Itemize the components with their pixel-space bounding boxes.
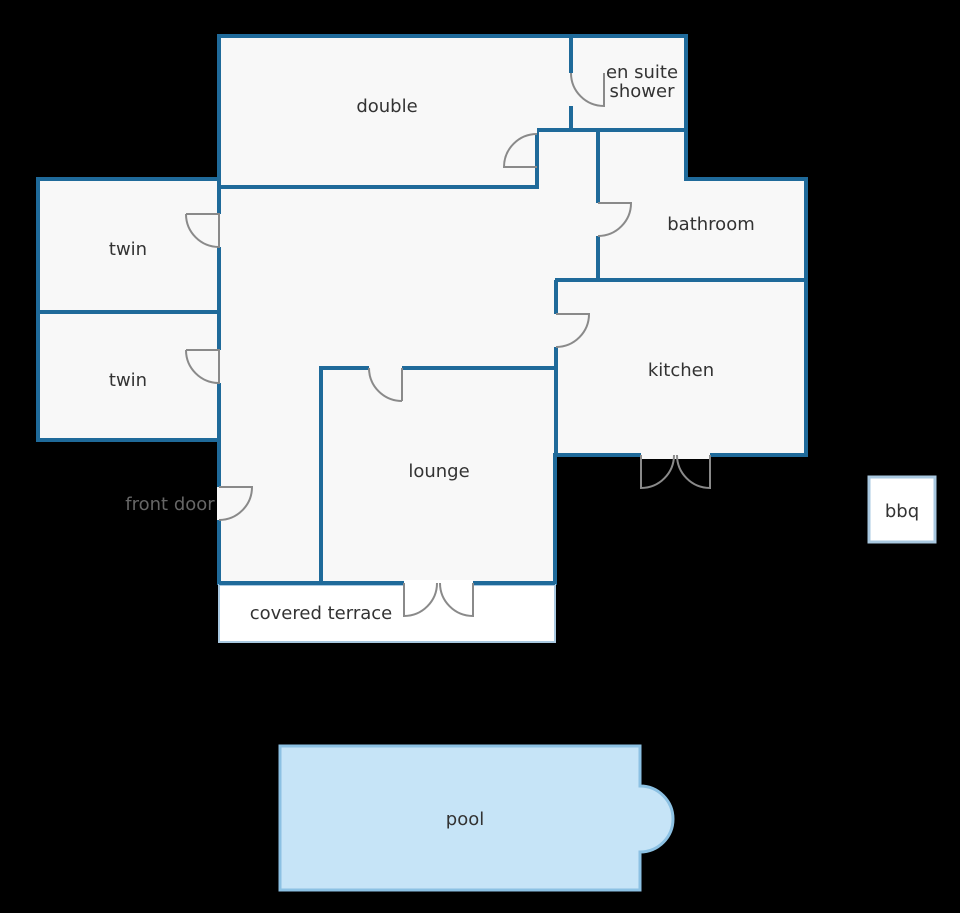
label-twin-upper: twin bbox=[109, 239, 147, 260]
room-labels: double en suite shower bathroom twin twi… bbox=[109, 62, 919, 830]
door-twin-lower bbox=[185, 349, 220, 385]
label-twin-lower: twin bbox=[109, 370, 147, 391]
label-front-door: front door bbox=[125, 494, 215, 515]
pool-shape bbox=[278, 744, 675, 892]
label-covered-terrace: covered terrace bbox=[250, 603, 392, 624]
door-kitchen-patio-right bbox=[676, 454, 711, 490]
pool-area bbox=[278, 744, 675, 892]
label-bbq: bbq bbox=[885, 501, 919, 522]
door-double bbox=[502, 133, 538, 168]
label-ensuite-line2: shower bbox=[610, 81, 676, 102]
door-swings bbox=[185, 72, 711, 618]
door-terrace-left bbox=[403, 582, 438, 618]
label-bathroom: bathroom bbox=[667, 214, 755, 235]
door-kitchen-patio-left bbox=[640, 454, 675, 490]
wall-lounge bbox=[319, 366, 556, 583]
door-front bbox=[218, 486, 254, 521]
label-ensuite-line1: en suite bbox=[606, 62, 678, 83]
label-pool: pool bbox=[446, 809, 484, 830]
wall-double-bottom bbox=[219, 128, 686, 189]
door-twin-upper bbox=[185, 213, 220, 249]
bbq-box bbox=[867, 475, 937, 544]
door-terrace-right bbox=[439, 582, 474, 618]
label-double: double bbox=[356, 96, 417, 117]
door-lounge bbox=[368, 367, 403, 402]
label-lounge: lounge bbox=[408, 461, 469, 482]
door-bathroom bbox=[597, 202, 633, 237]
bbq-area bbox=[867, 475, 937, 544]
terrace-area bbox=[218, 584, 556, 643]
label-kitchen: kitchen bbox=[648, 360, 714, 381]
door-ensuite bbox=[570, 72, 605, 108]
covered-terrace bbox=[218, 580, 556, 643]
door-kitchen bbox=[555, 313, 591, 348]
